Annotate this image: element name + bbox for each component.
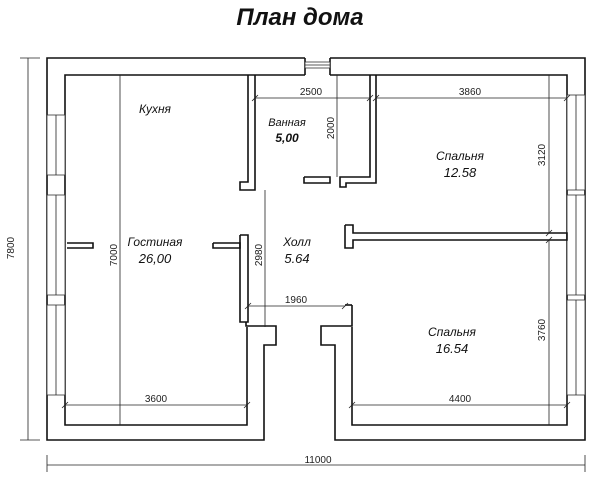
bathroom-area: 5,00 — [275, 131, 299, 145]
living-room-label: Гостиная — [128, 235, 183, 249]
hall-height-label: 2980 — [254, 243, 265, 266]
living-width-label: 3600 — [145, 394, 168, 405]
hall-area: 5.64 — [284, 251, 309, 266]
bedroom2-area: 16.54 — [436, 341, 469, 356]
bedroom2-width-label: 4400 — [449, 394, 472, 405]
bath-width-label: 2500 — [300, 87, 323, 98]
interior-walls — [67, 75, 568, 323]
bedroom1-label: Спальня — [436, 149, 484, 163]
total-width-label: 11000 — [304, 455, 332, 466]
bedroom2-height-label: 3760 — [537, 318, 548, 341]
dimension-ticks — [61, 94, 571, 409]
windows — [46, 94, 586, 396]
dimension-lines — [20, 57, 586, 472]
hall-width-label: 1960 — [285, 295, 308, 306]
bedroom1-area: 12.58 — [444, 165, 477, 180]
dimension-labels: 11000 7800 7000 3600 2500 3860 2000 3120… — [6, 87, 548, 466]
bedroom1-width-label: 3860 — [459, 87, 482, 98]
top-window — [304, 61, 331, 69]
living-height-label: 7000 — [109, 243, 120, 266]
room-labels: Кухня Ванная 5,00 Спальня 12.58 Гостиная… — [128, 102, 485, 356]
living-room-area: 26,00 — [138, 251, 172, 266]
bathroom-label: Ванная — [268, 117, 306, 129]
bath-height-label: 2000 — [326, 116, 337, 139]
kitchen-label: Кухня — [139, 102, 172, 116]
hall-label: Холл — [282, 235, 311, 249]
bedroom1-height-label: 3120 — [537, 143, 548, 166]
total-height-label: 7800 — [6, 236, 17, 259]
bedroom2-label: Спальня — [428, 325, 476, 339]
plan-title: План дома — [236, 4, 363, 31]
outer-walls — [46, 57, 586, 441]
